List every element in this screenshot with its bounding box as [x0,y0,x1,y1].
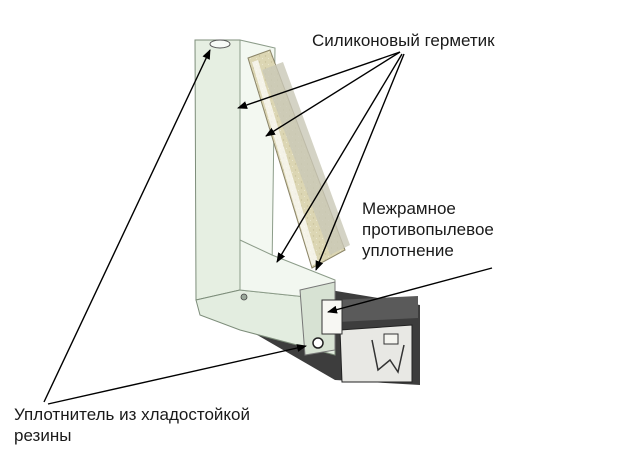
glass-unit [247,49,350,269]
frame-horizontal [195,239,343,356]
label-frost-resistant-gasket: Уплотнитель из хладостойкой резины [14,404,250,446]
label-interframe-seal-line-2: противопылевое [362,220,494,239]
annotation-arrows [43,49,493,405]
label-silicone-sealant: Силиконовый герметик [312,31,495,50]
label-interframe-seal: Межрамное противопылевое уплотнение [362,198,494,261]
label-gasket-line-2: резины [14,426,72,445]
gasket-top-icon [209,39,231,49]
gasket-bottom-icon [312,337,324,349]
label-interframe-seal-line-3: уплотнение [362,241,454,260]
label-gasket-line-1: Уплотнитель из хладостойкой [14,405,250,424]
label-interframe-seal-line-1: Межрамное [362,199,456,218]
